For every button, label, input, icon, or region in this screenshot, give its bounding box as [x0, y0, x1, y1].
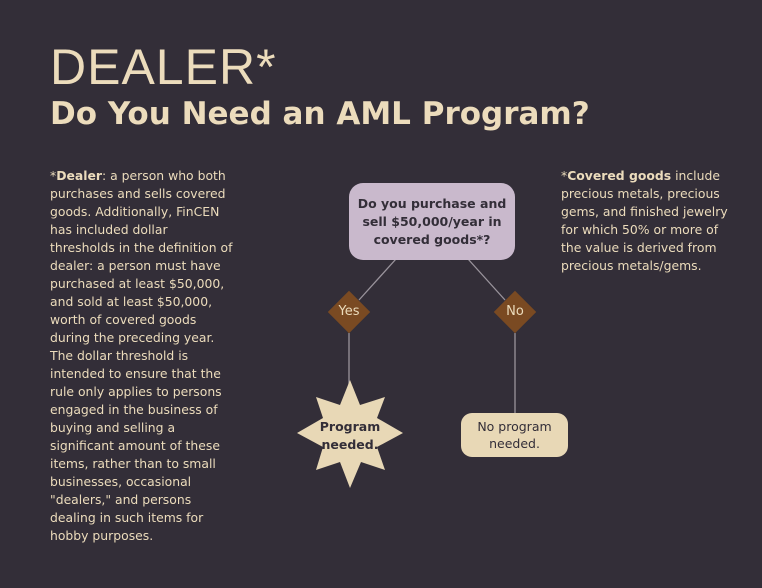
text-line: covered goods*? — [373, 231, 491, 247]
text-line: The dollar threshold is — [50, 348, 189, 363]
dealer-term: Dealer — [56, 168, 103, 183]
text-line: : a person who both — [102, 168, 226, 183]
text-line: hobby purposes. — [50, 528, 154, 543]
yes-label: Yes — [338, 304, 360, 319]
text-line: significant amount of these — [50, 438, 220, 453]
covered-goods-term: Covered goods — [567, 168, 672, 183]
no-program-needed-result: No program needed. — [461, 413, 568, 457]
text-line: worth of covered goods — [50, 312, 197, 327]
text-line: for which 50% or more of — [561, 222, 719, 237]
text-line: during the preceding year. — [50, 330, 215, 345]
text-line: purchased at least $50,000, — [50, 276, 225, 291]
covered-goods-definition: *Covered goods include precious metals, … — [561, 168, 728, 273]
no-label: No — [506, 304, 524, 319]
text-line: Program — [319, 419, 381, 434]
text-line: has included dollar — [50, 222, 168, 237]
text-line: Do you purchase and — [357, 195, 507, 211]
text-line: and sold at least $50,000, — [50, 294, 213, 309]
starburst-shape — [297, 380, 403, 488]
text-line: No program — [477, 419, 552, 434]
title: DEALER* — [50, 39, 277, 95]
text-line: thresholds in the definition of — [50, 240, 233, 255]
text-line: engaged in the business of — [50, 402, 218, 417]
text-line: dealer: a person must have — [50, 258, 221, 273]
subtitle: Do You Need an AML Program? — [50, 96, 590, 132]
connector-no — [467, 258, 506, 301]
text-line: the value is derived from — [561, 240, 717, 255]
text-line: precious metals, precious — [561, 186, 720, 201]
text-line: include — [671, 168, 720, 183]
text-line: precious metals/gems. — [561, 258, 702, 273]
text-line: rule only applies to persons — [50, 384, 222, 399]
dealer-definition: *Dealer: a person who both purchases and… — [50, 168, 233, 543]
question-box: Do you purchase and sell $50,000/year in c… — [349, 183, 515, 260]
text-line: goods. Additionally, FinCEN — [50, 204, 220, 219]
program-needed-result: Program needed. — [305, 418, 395, 454]
text-line: buying and selling a — [50, 420, 176, 435]
text-line: dealing in such items for — [50, 510, 204, 525]
text-line: businesses, occasional — [50, 474, 192, 489]
text-line: sell $50,000/year in — [362, 213, 502, 229]
text-line: gems, and finished jewelry — [561, 204, 728, 219]
text-line: needed. — [321, 437, 379, 452]
text-line: intended to ensure that the — [50, 366, 221, 381]
text-line: needed. — [489, 436, 540, 451]
connector-yes — [358, 258, 397, 301]
text-line: "dealers," and persons — [50, 492, 192, 507]
text-line: items, rather than to small — [50, 456, 216, 471]
text-line: purchases and sells covered — [50, 186, 226, 201]
